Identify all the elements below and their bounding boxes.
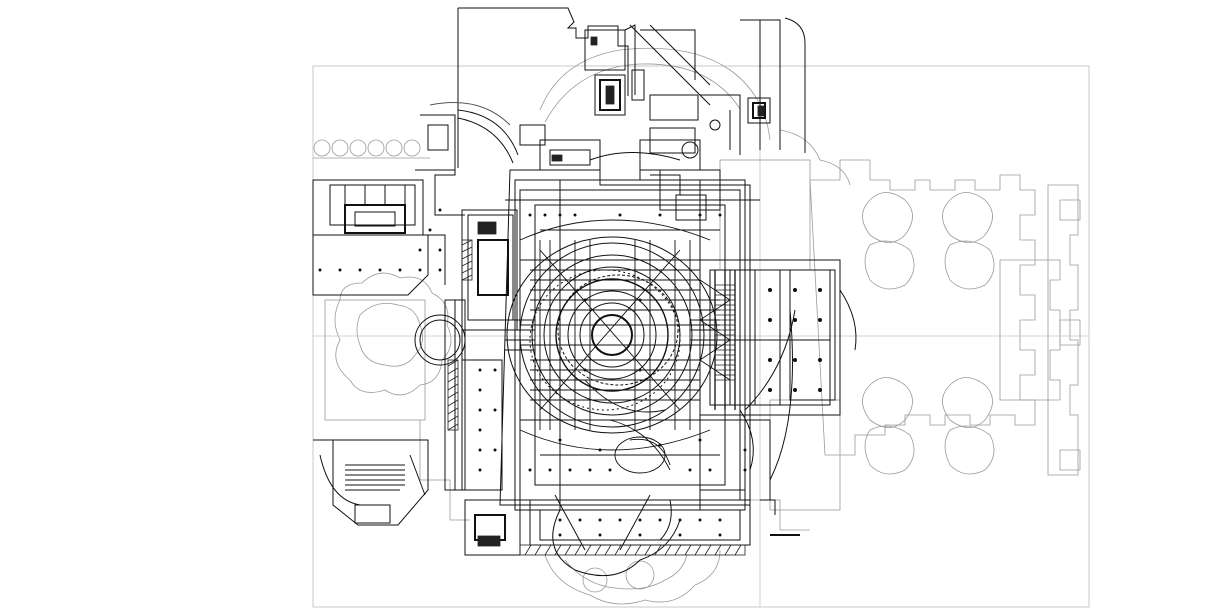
drawing-frame [312, 65, 1090, 608]
right-basilica-plan [809, 159, 1081, 476]
rotunda-circles [506, 236, 718, 434]
bottom-curve-path [552, 509, 681, 577]
left-apse-outline [334, 272, 452, 396]
top-wing [457, 7, 806, 168]
left-hatched-wall [447, 239, 473, 431]
bottom-hatched-band [519, 544, 746, 556]
right-annex [699, 259, 857, 500]
hatched-wall-layer [447, 36, 765, 556]
left-apse-inner [356, 302, 423, 367]
auditorium-wing [313, 439, 429, 526]
planter-row [313, 139, 430, 159]
right-hatched-block [715, 284, 735, 381]
bottom-apse-inner [564, 554, 688, 590]
top-bowl-outline-2 [544, 63, 741, 123]
bottom-apse-outline [544, 549, 721, 605]
dense-overlay-lines [505, 219, 736, 474]
column-dots-layer [318, 208, 822, 537]
faint-site-plan-layer [313, 47, 1089, 607]
top-bowl-outline [539, 47, 771, 141]
dark-plan-layer [312, 7, 857, 577]
left-upper-wing [312, 114, 465, 296]
upper-central-blocks [519, 119, 721, 221]
top-arc-path [457, 109, 519, 156]
left-vertical-wing [414, 209, 521, 556]
